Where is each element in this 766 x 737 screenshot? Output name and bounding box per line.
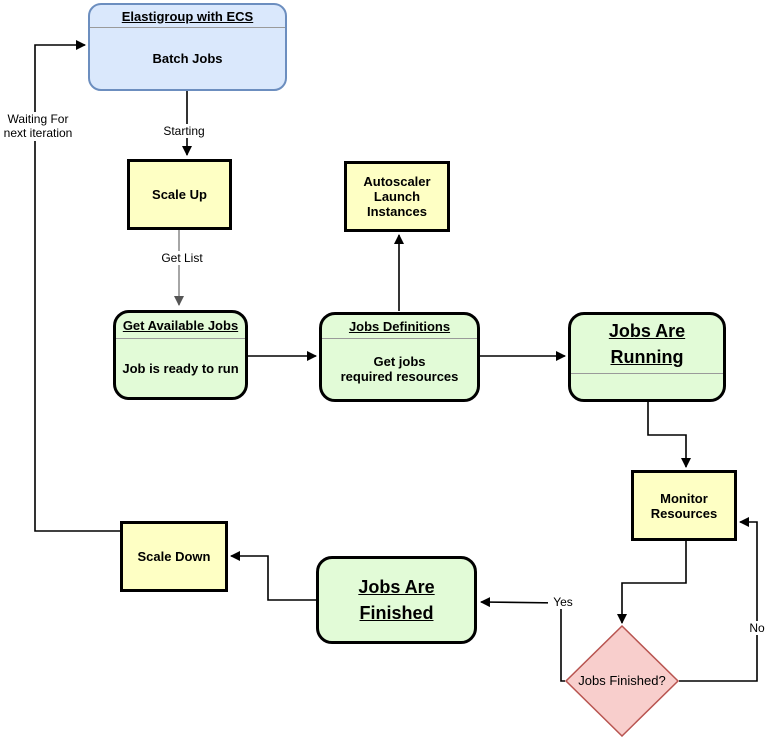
node-get-available-jobs: Get Available Jobs Job is ready to run [113,310,248,400]
node-autoscaler-launch-instances: Autoscaler Launch Instances [344,161,450,232]
elastigroup-body: Batch Jobs [152,51,223,66]
jobs-are-running-title: Jobs Are Running [608,320,686,367]
scale-up-label: Scale Up [152,187,207,202]
jobs-definitions-divider [322,338,477,339]
edge-finished-to-scaledown [230,551,316,601]
get-available-jobs-body: Job is ready to run [122,360,239,376]
get-available-jobs-divider [116,338,245,339]
edge-label-no: No [744,621,766,636]
edge-label-waiting: Waiting For next iteration [0,112,76,141]
edge-label-yes: Yes [548,595,578,610]
edge-no [679,517,758,682]
node-jobs-are-running: Jobs Are Running [568,312,726,402]
node-monitor-resources: Monitor Resources [631,470,737,541]
decision-diamond-shape [564,624,680,737]
jobs-finished-decision-label: Jobs Finished? [578,673,666,688]
edge-label-starting: Starting [160,124,208,139]
get-available-jobs-title: Get Available Jobs [122,318,239,333]
edge-monitor-to-decision [617,541,687,624]
edge-label-get-list: Get List [157,251,207,266]
node-jobs-definitions: Jobs Definitions Get jobs required resou… [319,312,480,402]
jobs-are-running-divider [571,373,723,374]
jobs-definitions-title: Jobs Definitions [348,319,451,334]
edge-waiting [34,40,120,532]
node-scale-down: Scale Down [120,521,228,592]
node-scale-up: Scale Up [127,159,232,230]
elastigroup-divider [90,27,285,28]
jobs-are-finished-title: Jobs Are Finished [358,576,435,623]
edge-running-to-monitor [647,402,691,468]
node-elastigroup-batch-jobs: Elastigroup with ECS Batch Jobs [88,3,287,91]
autoscaler-label: Autoscaler Launch Instances [363,174,431,219]
scale-down-label: Scale Down [137,549,211,564]
edge-yes [480,597,565,682]
monitor-resources-label: Monitor Resources [650,490,718,521]
jobs-are-running-body [571,374,723,399]
node-jobs-are-finished: Jobs Are Finished [316,556,477,644]
jobs-definitions-body: Get jobs required resources [340,354,459,384]
elastigroup-title: Elastigroup with ECS [121,8,254,24]
